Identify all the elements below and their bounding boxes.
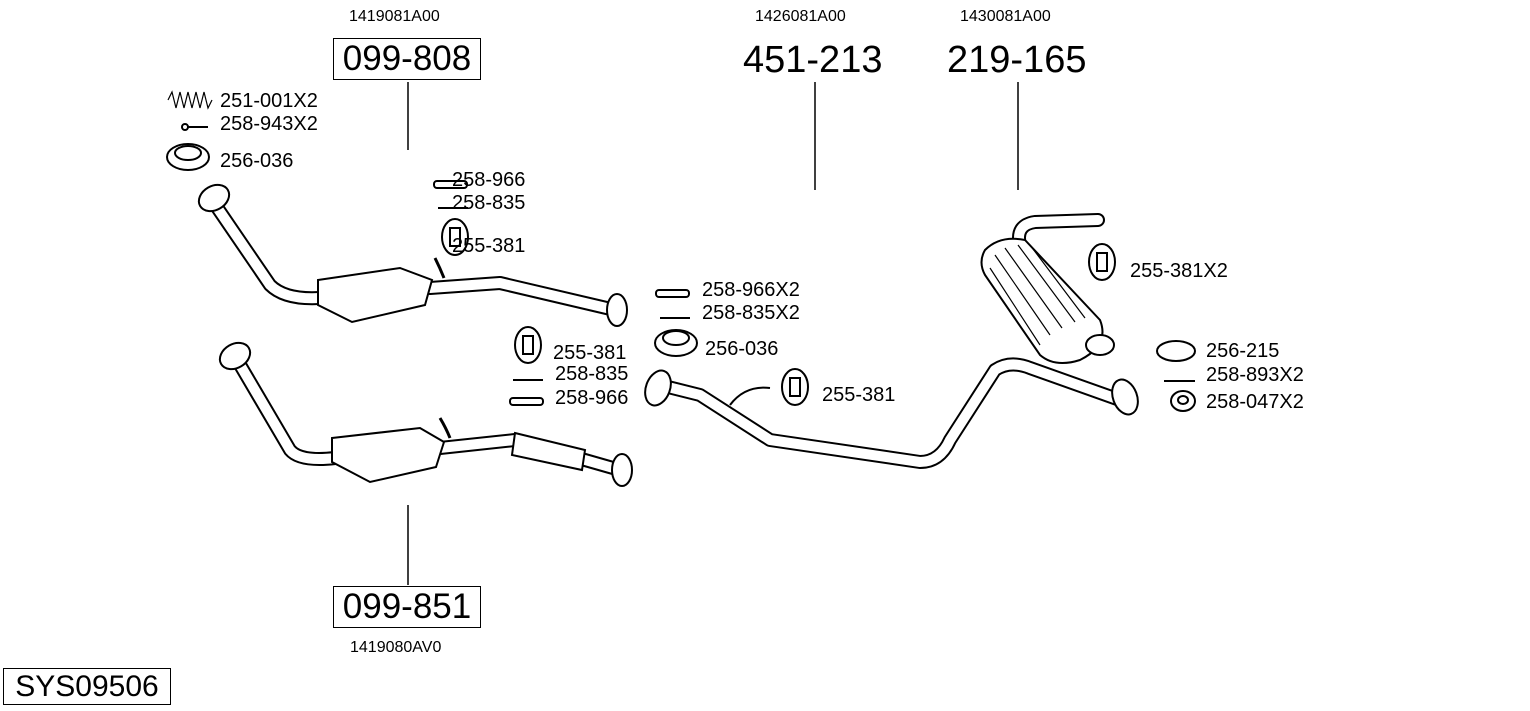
fitting-label: 258-835X2 xyxy=(702,302,800,324)
rear-silencer xyxy=(980,213,1115,365)
fitting-label: 258-966 xyxy=(452,169,526,191)
oe-number: 1419080AV0 xyxy=(350,639,442,656)
nut-icon xyxy=(1170,390,1196,412)
fitting-label: 255-381 xyxy=(452,235,526,257)
fitting-label: 258-966 xyxy=(555,387,629,409)
hanger-rubber-icon xyxy=(781,368,809,406)
bolt-icon xyxy=(181,123,208,131)
oe-number: 1430081A00 xyxy=(960,8,1051,25)
catalyst-pipe-upper xyxy=(197,183,628,327)
gasket-ring-icon xyxy=(1156,340,1196,362)
sleeve-icon xyxy=(433,180,468,189)
fitting-label: 258-943X2 xyxy=(220,113,318,135)
fitting-label: 256-036 xyxy=(705,338,779,360)
hanger-rubber-icon xyxy=(514,326,542,364)
spring-icon xyxy=(167,90,213,110)
oe-number: 1419081A00 xyxy=(349,8,440,25)
part-number-box: 099-851 xyxy=(333,586,481,628)
fitting-label: 256-215 xyxy=(1206,340,1280,362)
part-number-box: 099-808 xyxy=(333,38,481,80)
fitting-label: 251-001X2 xyxy=(220,90,318,112)
oe-number: 1426081A00 xyxy=(755,8,846,25)
part-number: 219-165 xyxy=(947,39,1087,81)
hanger-rubber-icon xyxy=(1088,243,1116,281)
sleeve-icon xyxy=(655,289,690,298)
fitting-label: 255-381 xyxy=(822,384,896,406)
fitting-label: 258-893X2 xyxy=(1206,364,1304,386)
fitting-label: 258-966X2 xyxy=(702,279,800,301)
fitting-label: 258-047X2 xyxy=(1206,391,1304,413)
fitting-label: 255-381 xyxy=(553,342,627,364)
fitting-label: 256-036 xyxy=(220,150,294,172)
part-number: 451-213 xyxy=(743,39,883,81)
fitting-label: 258-835 xyxy=(555,363,629,385)
gasket-ring-icon xyxy=(654,329,698,357)
intermediate-pipe xyxy=(644,357,1139,469)
fitting-label: 255-381X2 xyxy=(1130,260,1228,282)
gasket-ring-icon xyxy=(166,143,210,171)
catalyst-pipe-lower xyxy=(218,341,633,487)
system-id: SYS09506 xyxy=(3,668,171,705)
fitting-label: 258-835 xyxy=(452,192,526,214)
sleeve-icon xyxy=(509,397,544,406)
hanger-rubber-icon xyxy=(441,218,469,256)
